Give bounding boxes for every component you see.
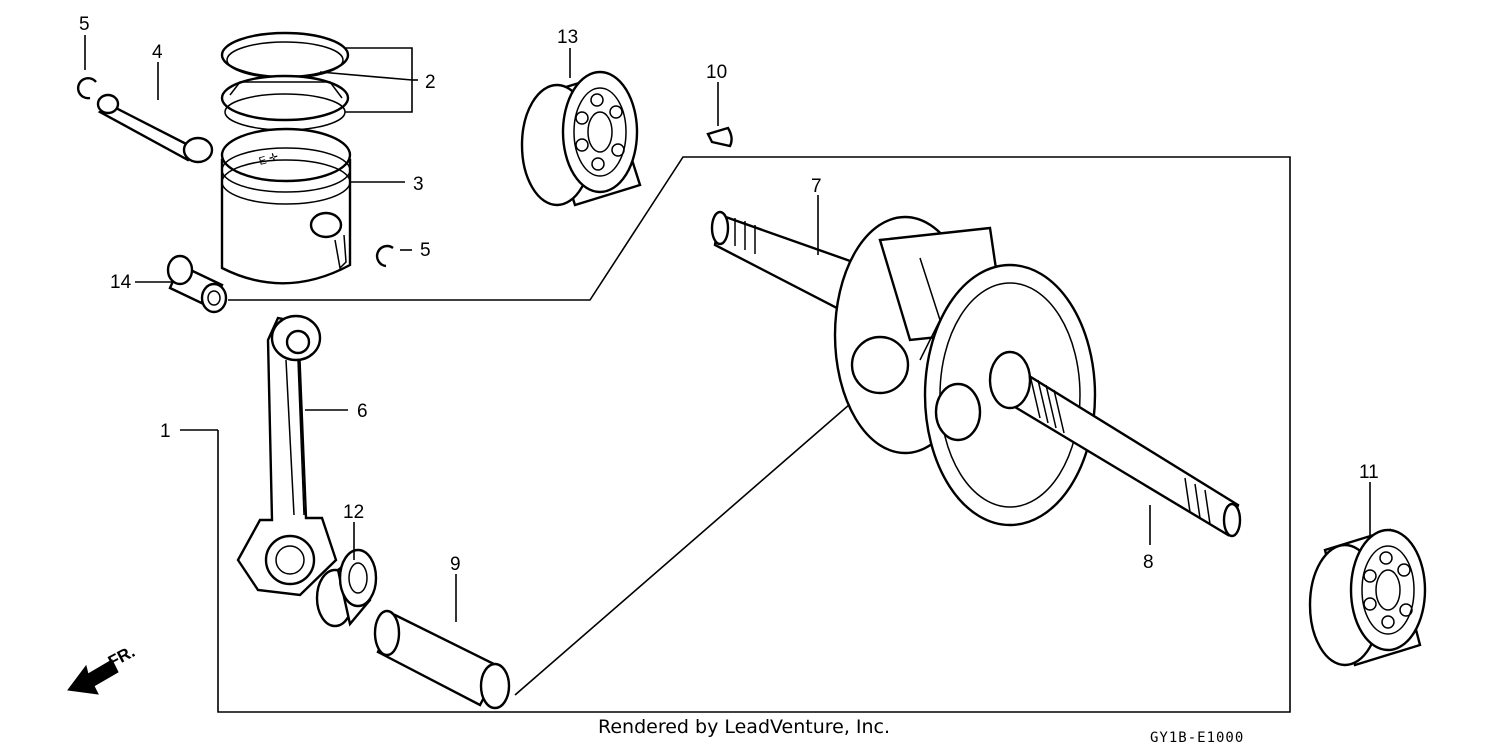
piston: E ✛: [220, 127, 352, 285]
front-direction-arrow-icon: FR.: [67, 642, 138, 695]
right-main-bearing: [1308, 528, 1427, 667]
callout-7: 7: [811, 176, 822, 197]
callout-6: 6: [357, 401, 368, 422]
crank-pin-locator-line: [514, 377, 881, 696]
piston-pin-clip-upper: [76, 77, 97, 100]
assembly-group-outline: [217, 156, 1291, 713]
callout-10: 10: [706, 62, 727, 83]
callout-13: 13: [557, 27, 578, 48]
piston-pin: [96, 93, 214, 164]
callout-5-lower: 5: [420, 240, 431, 261]
callout-4: 4: [152, 42, 163, 63]
callout-8: 8: [1143, 552, 1154, 573]
render-credit: Rendered by LeadVenture, Inc.: [598, 716, 891, 738]
small-end-bearing: [166, 254, 228, 314]
callout-3: 3: [413, 174, 424, 195]
callout-9: 9: [450, 554, 461, 575]
piston-rings: [220, 31, 350, 131]
callout-11: 11: [1359, 462, 1379, 483]
diagram-code: GY1B-E1000: [1150, 730, 1245, 746]
crank-pin: [373, 609, 511, 710]
callout-5-upper: 5: [79, 14, 90, 35]
svg-text:E ✛: E ✛: [258, 151, 280, 168]
connecting-rod: [236, 314, 338, 597]
left-main-bearing: [520, 70, 642, 207]
crankshaft: [710, 210, 1242, 538]
callout-12: 12: [343, 502, 364, 523]
callout-2: 2: [425, 72, 436, 93]
callout-14: 14: [110, 272, 132, 293]
piston-pin-clip-lower: [375, 244, 394, 268]
leader-lines: [84, 35, 1371, 622]
callout-1: 1: [160, 421, 171, 442]
woodruff-key: [706, 126, 733, 148]
